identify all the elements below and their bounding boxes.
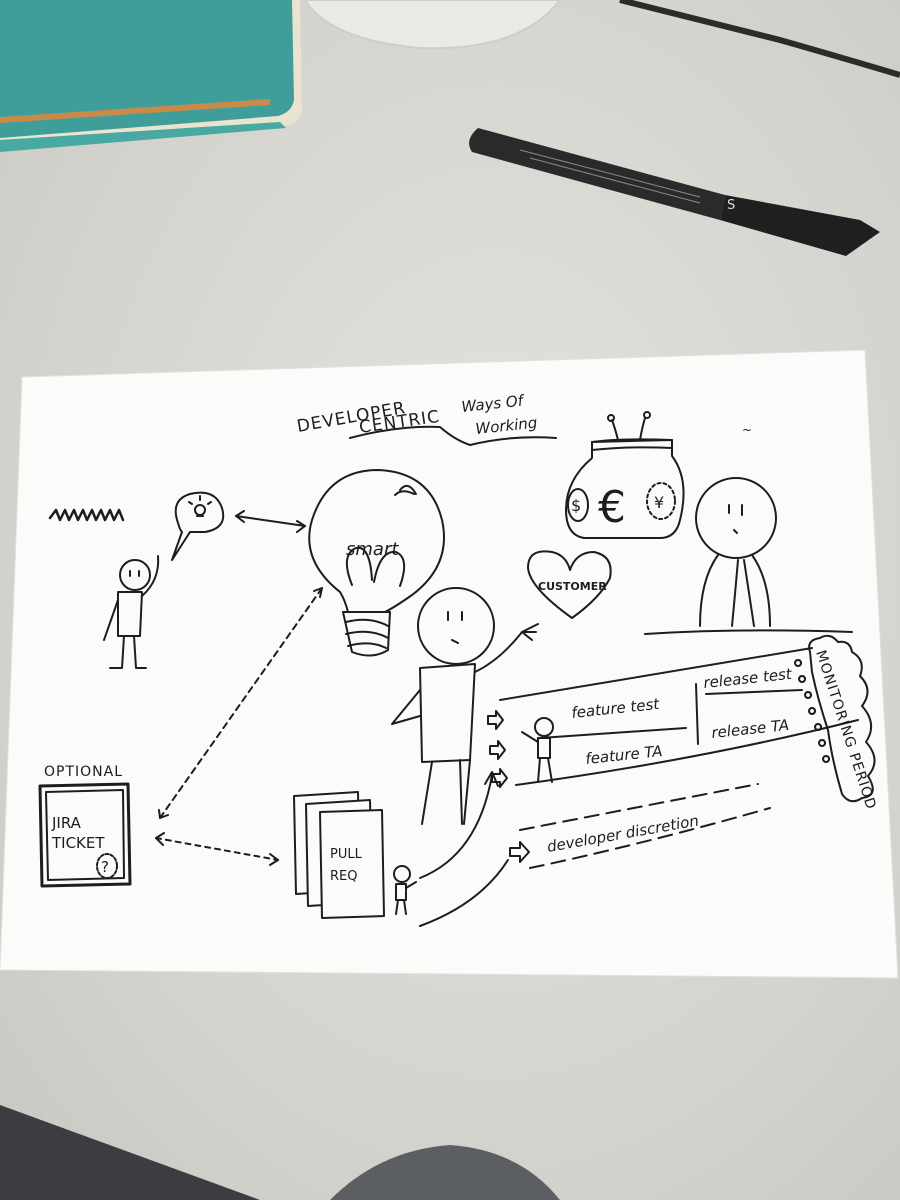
jira-line2: TICKET <box>51 834 105 852</box>
heart-text: CUSTOMER <box>538 580 607 593</box>
cable <box>619 0 900 78</box>
cup <box>303 0 562 50</box>
arrow-jira-pr <box>155 837 279 861</box>
developer-person <box>391 587 539 825</box>
money-bag: € $ ¥ <box>565 411 685 539</box>
jira-ticket: JIRA TICKET ? <box>38 782 132 888</box>
customer-heart: CUSTOMER <box>527 550 612 619</box>
bulb-text: smart <box>346 539 399 560</box>
jira-line1: JIRA <box>51 814 82 832</box>
yen-symbol: ¥ <box>654 493 664 512</box>
optional-label: OPTIONAL <box>44 764 123 780</box>
arrow-jira-bulb <box>159 587 323 819</box>
lightbulb: smart <box>308 469 445 657</box>
horizon-line <box>644 629 853 635</box>
dollar-symbol: $ <box>571 496 581 515</box>
arrow-bubble-bulb <box>235 515 306 527</box>
thinking-person <box>103 555 160 669</box>
fabric-right <box>330 1145 560 1200</box>
title-underline <box>349 425 557 446</box>
fabric <box>0 1105 260 1200</box>
jira-question: ? <box>101 858 109 876</box>
marker-label: S <box>727 198 735 213</box>
pull-request-stack: PULL REQ <box>293 791 385 919</box>
lane-arrows <box>487 710 530 863</box>
observer-person <box>695 477 777 627</box>
curve-arrow-lower <box>419 859 509 927</box>
euro-symbol: € <box>598 482 626 533</box>
pr-line1: PULL <box>330 847 363 862</box>
small-person-pr <box>393 865 417 915</box>
pr-line2: REQ <box>330 869 357 884</box>
notebook <box>0 0 302 152</box>
curve-arrow-upper <box>419 774 493 879</box>
marker-pen: S <box>469 128 880 256</box>
scribble <box>48 508 125 522</box>
idea-bubble <box>171 491 225 561</box>
waving-person-lane <box>521 717 554 783</box>
tilde-mark: ~ <box>742 423 752 437</box>
